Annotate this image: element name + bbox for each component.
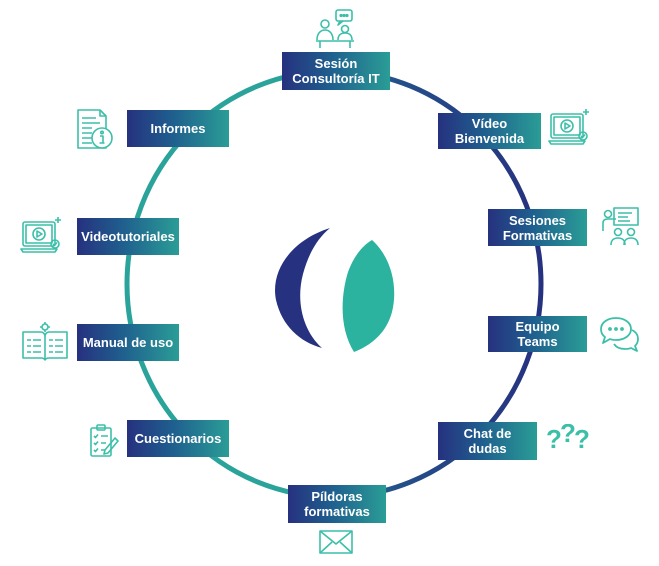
presentation-training-icon <box>600 205 642 247</box>
manual-book-icon <box>20 322 70 362</box>
step-video-bienvenida: Vídeo Bienvenida <box>438 113 541 149</box>
step-label: Píldoras formativas <box>304 489 370 519</box>
clipboard-checklist-icon <box>88 424 120 460</box>
step-cuestionarios: Cuestionarios <box>127 420 229 457</box>
logo-icon <box>275 228 395 352</box>
step-equipo-teams: Equipo Teams <box>488 316 587 352</box>
step-videotutoriales: Videotutoriales <box>77 218 179 255</box>
envelope-icon <box>318 529 354 555</box>
step-label: Chat de dudas <box>463 426 512 456</box>
step-label: Equipo Teams <box>515 319 560 349</box>
video-monitor-icon <box>548 106 592 150</box>
step-label: Videotutoriales <box>81 229 175 244</box>
step-label: Cuestionarios <box>134 431 222 446</box>
question-marks-icon: ? ? ? <box>546 424 590 454</box>
step-informes: Informes <box>127 110 229 147</box>
svg-text:?: ? <box>574 424 590 454</box>
step-label: Sesiones Formativas <box>502 212 573 243</box>
consulting-meeting-icon <box>314 8 356 50</box>
svg-text:?: ? <box>560 424 576 448</box>
step-label: Informes <box>150 121 206 136</box>
svg-text:?: ? <box>546 424 562 454</box>
chat-bubbles-icon <box>598 314 640 356</box>
step-manual-uso: Manual de uso <box>77 324 179 361</box>
step-label: Sesión Consultoría IT <box>292 56 380 86</box>
report-document-icon <box>74 108 118 152</box>
video-tutorial-icon <box>20 214 66 258</box>
step-label: Manual de uso <box>82 335 174 350</box>
step-sesion-consultoria: Sesión Consultoría IT <box>282 52 390 90</box>
step-chat-dudas: Chat de dudas <box>438 422 537 460</box>
step-pildoras-formativas: Píldoras formativas <box>288 485 386 523</box>
step-sesiones-formativas: Sesiones Formativas <box>488 209 587 246</box>
step-label: Vídeo Bienvenida <box>454 116 525 146</box>
